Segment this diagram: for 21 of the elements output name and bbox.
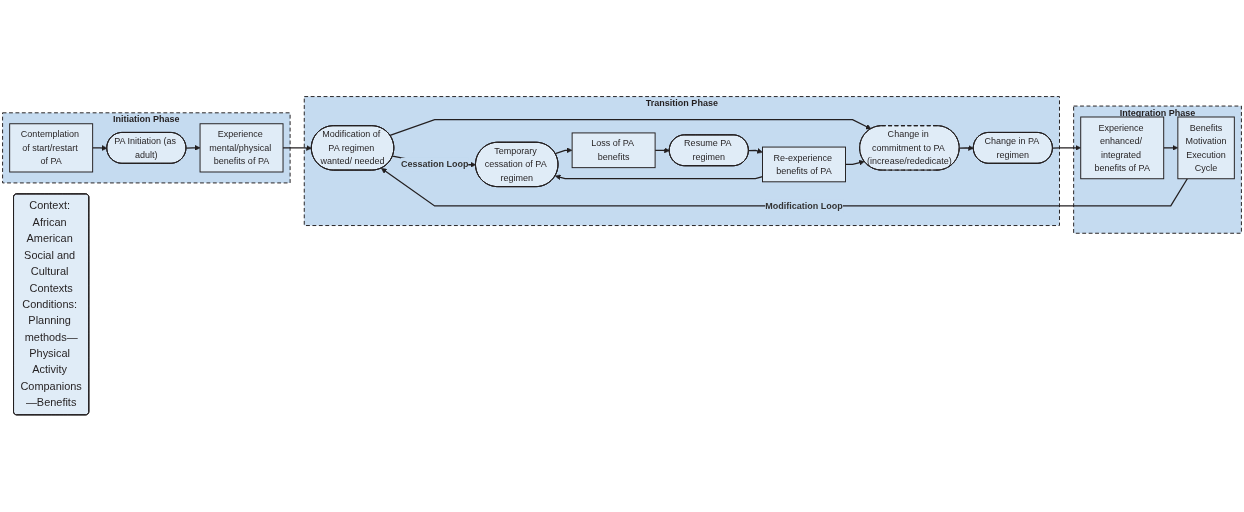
arrow [381, 168, 1188, 207]
arrow [389, 119, 872, 137]
node-box: Benefits Motivation Execution Cycle [1177, 116, 1235, 180]
arrow [185, 145, 201, 151]
node-box: Loss of PA benefits [571, 132, 656, 169]
node-box: Re-experience benefits of PA [762, 146, 846, 183]
arrow [555, 174, 764, 181]
edge-label: Modification Loop [765, 200, 843, 212]
arrow [1163, 145, 1179, 151]
arrow [1052, 145, 1081, 151]
arrow [554, 147, 573, 155]
arrow [748, 148, 763, 154]
node-box: Experience mental/physical benefits of PA [199, 123, 284, 173]
arrow [844, 160, 865, 166]
arrow [654, 147, 670, 154]
arrow [958, 145, 974, 152]
arrow [282, 145, 312, 152]
node-box: Contemplation of start/restart of PA [9, 123, 94, 173]
node-box: Experience enhanced/ integrated benefits of PA [1080, 116, 1165, 180]
arrow [92, 145, 108, 152]
edge-label: Cessation Loop [400, 159, 469, 170]
